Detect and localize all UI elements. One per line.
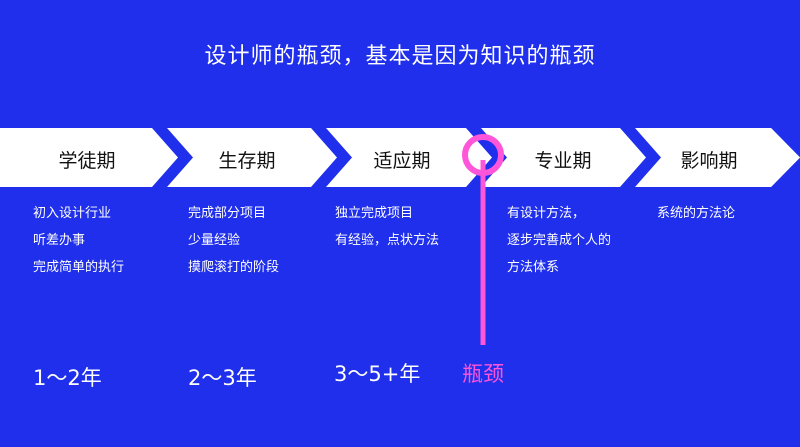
years-adaptation: 3～5+年	[334, 362, 421, 386]
desc-line: 有设计方法，	[507, 206, 586, 221]
years-apprentice: 1～2年	[33, 366, 102, 390]
desc-line: 有经验，点状方法	[335, 233, 440, 248]
desc-line: 系统的方法论	[657, 206, 736, 221]
desc-line: 少量经验	[188, 233, 241, 248]
stage-label-influence: 影响期	[680, 150, 738, 172]
stage-desc-influence: 系统的方法论	[657, 200, 735, 227]
bottleneck-ring-icon	[462, 134, 504, 176]
stage-label-professional: 专业期	[534, 150, 592, 172]
desc-line: 摸爬滚打的阶段	[188, 260, 280, 275]
chevron-separator-2	[311, 128, 352, 187]
stage-desc-survival: 完成部分项目 少量经验 摸爬滚打的阶段	[188, 200, 279, 281]
desc-line: 逐步完善成个人的	[507, 233, 612, 248]
chevron-separator-4	[620, 128, 661, 187]
desc-line: 独立完成项目	[335, 206, 414, 221]
chevron-separator-1	[152, 128, 193, 187]
stage-desc-apprentice: 初入设计行业 听差办事 完成简单的执行	[33, 200, 124, 281]
stage-desc-professional: 有设计方法， 逐步完善成个人的 方法体系	[507, 200, 611, 281]
desc-line: 听差办事	[33, 233, 86, 248]
band-arrow-head	[771, 128, 800, 187]
bottleneck-label: 瓶颈	[462, 362, 504, 386]
desc-line: 初入设计行业	[33, 206, 112, 221]
desc-line: 方法体系	[507, 260, 560, 275]
desc-line: 完成部分项目	[188, 206, 267, 221]
years-survival: 2～3年	[188, 366, 257, 390]
page-title: 设计师的瓶颈，基本是因为知识的瓶颈	[204, 44, 596, 69]
stage-label-apprentice: 学徒期	[58, 150, 116, 172]
band-end-tip	[771, 128, 800, 187]
stage-desc-adaptation: 独立完成项目 有经验，点状方法	[335, 200, 439, 254]
desc-line: 完成简单的执行	[33, 260, 125, 275]
stage-label-survival: 生存期	[218, 150, 276, 172]
band-background	[0, 128, 800, 187]
stage-label-adaptation: 适应期	[373, 150, 431, 172]
